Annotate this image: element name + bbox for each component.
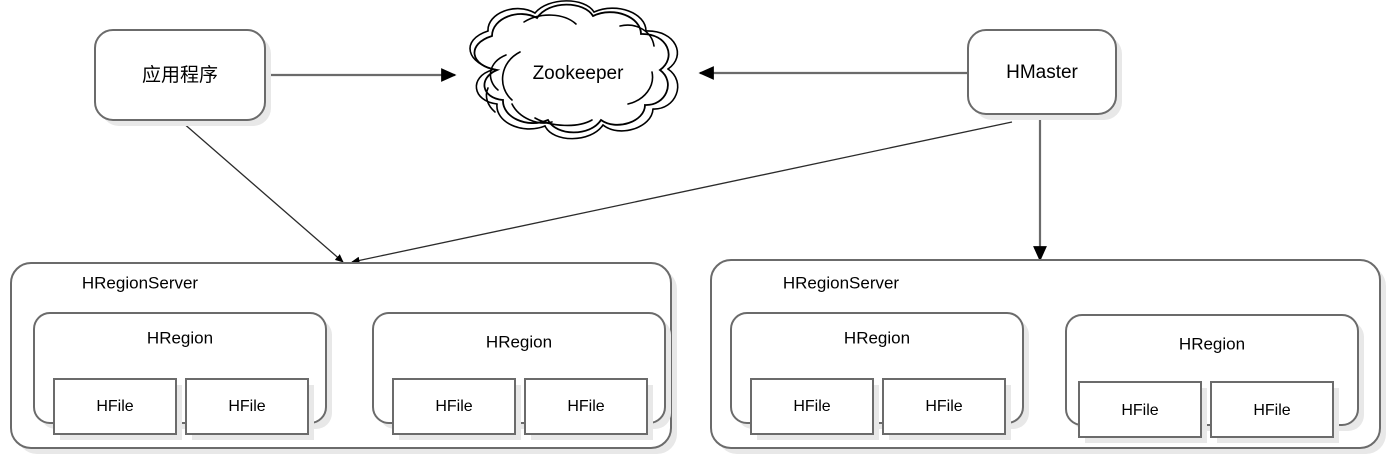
hfile-right-1-0-box[interactable] <box>1078 381 1202 438</box>
hfile-right-0-0-box[interactable] <box>750 378 874 435</box>
hfile-right-0-0-label: HFile <box>793 398 830 415</box>
zookeeper-cloud-inner-3 <box>485 87 496 113</box>
region-left-1[interactable]: HRegion HFile HFile <box>372 312 671 440</box>
region-server-right[interactable]: HRegionServer HRegion HFile HFile HRegio… <box>710 259 1386 454</box>
application-box <box>94 29 266 121</box>
region-left-0-label: HRegion <box>147 328 213 347</box>
hfile-right-0-1-box[interactable] <box>882 378 1006 435</box>
hmaster-box <box>967 29 1117 115</box>
zookeeper-cloud-arc-9 <box>496 103 546 130</box>
hfile-left-1-1-box[interactable] <box>524 378 648 435</box>
zookeeper-cloud-arc-10 <box>475 69 498 105</box>
zookeeper-cloud-arc-6 <box>652 68 679 110</box>
region-right-0-label: HRegion <box>844 328 910 347</box>
zookeeper-cloud-arc-4 <box>593 7 647 32</box>
region-right-0[interactable]: HRegion HFile HFile <box>730 312 1029 440</box>
node-hmaster[interactable]: HMaster <box>967 29 1122 120</box>
hfile-right-1-1-box[interactable] <box>1210 381 1334 438</box>
application-label: 应用程序 <box>142 64 218 86</box>
zookeeper-cloud-arc-5 <box>645 30 679 70</box>
zookeeper-cloud-inner-6 <box>627 71 654 105</box>
node-zookeeper[interactable]: Zookeeper <box>469 0 679 140</box>
edge-layer <box>181 66 1047 265</box>
node-application[interactable]: 应用程序 <box>94 29 271 126</box>
hmaster-label: HMaster <box>1006 62 1078 83</box>
zookeeper-cloud-shape <box>473 3 670 134</box>
zookeeper-label: Zookeeper <box>533 63 625 84</box>
zookeeper-cloud-inner-5 <box>534 117 593 127</box>
zookeeper-cloud-arc-7 <box>602 108 654 132</box>
zookeeper-cloud-inner-7 <box>619 24 655 47</box>
hfile-right-1-0-label: HFile <box>1121 402 1158 419</box>
region-server-right-label: HRegionServer <box>783 273 900 292</box>
zookeeper-cloud-arc-1 <box>469 30 498 71</box>
region-server-left[interactable]: HRegionServer HRegion HFile HFile HRegio… <box>10 262 677 454</box>
region-right-1[interactable]: HRegion HFile HFile <box>1065 314 1364 443</box>
zookeeper-cloud-inner-1 <box>489 54 507 91</box>
hfile-left-1-1-label: HFile <box>567 398 604 415</box>
region-left-0[interactable]: HRegion HFile HFile <box>33 312 332 440</box>
region-server-left-label: HRegionServer <box>82 273 199 292</box>
hfile-left-0-1-box[interactable] <box>185 378 309 435</box>
hfile-right-1-1-label: HFile <box>1253 402 1290 419</box>
zookeeper-cloud-inner-2 <box>501 51 521 101</box>
zookeeper-cloud-inner-8 <box>523 14 577 25</box>
zookeeper-cloud-arc-2 <box>487 7 536 32</box>
zookeeper-cloud-arc-3 <box>534 0 595 14</box>
edge-app-to-regionserver-left <box>181 121 344 263</box>
hfile-left-1-0-box[interactable] <box>392 378 516 435</box>
region-left-1-label: HRegion <box>486 332 552 351</box>
hfile-left-0-0-box[interactable] <box>53 378 177 435</box>
zookeeper-cloud-arc-8 <box>544 124 604 140</box>
edge-hmaster-to-regionserver-left <box>351 121 1013 265</box>
hfile-left-0-1-label: HFile <box>228 398 265 415</box>
region-right-1-label: HRegion <box>1179 334 1245 353</box>
hfile-left-1-0-label: HFile <box>435 398 472 415</box>
hfile-left-0-0-label: HFile <box>96 398 133 415</box>
hfile-right-0-1-label: HFile <box>925 398 962 415</box>
